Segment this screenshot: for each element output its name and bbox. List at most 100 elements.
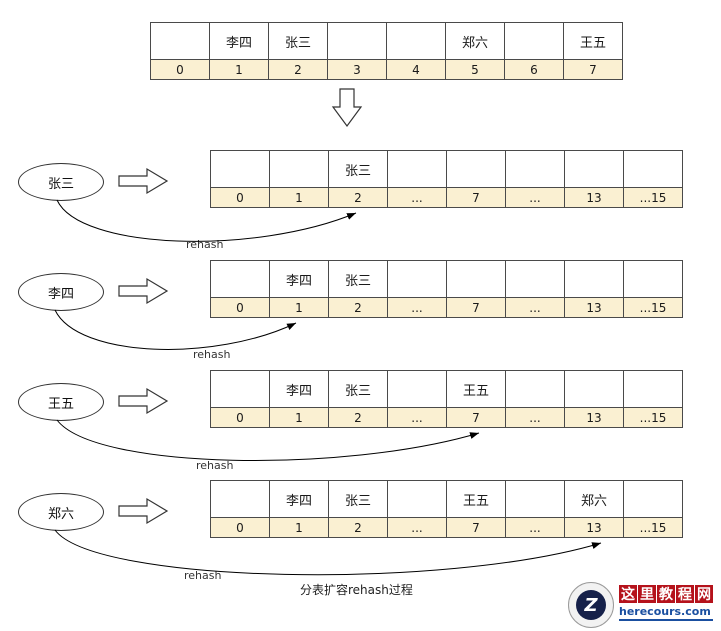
key-label: 李四 <box>47 286 74 302</box>
index-cell: 1 <box>269 187 329 208</box>
rehash-label-1: rehash <box>193 348 231 361</box>
value-cell <box>210 260 270 298</box>
index-cell: ... <box>387 407 447 428</box>
diagram-caption: 分表扩容rehash过程 <box>300 583 413 597</box>
value-cell: 李四 <box>269 370 329 408</box>
site-logo-letter: Z <box>576 590 606 620</box>
value-cell <box>387 370 447 408</box>
site-name-char: 网 <box>695 585 713 603</box>
site-url: herecours.com <box>619 605 713 621</box>
right-arrow-icon-1 <box>118 277 169 305</box>
key-label: 郑六 <box>47 506 74 522</box>
key-label: 张三 <box>47 176 74 192</box>
index-cell: 7 <box>446 187 506 208</box>
index-cell: 7 <box>446 407 506 428</box>
value-cell <box>505 370 565 408</box>
right-arrow-icon-0 <box>118 167 169 195</box>
index-cell: 2 <box>328 187 388 208</box>
value-cell: 郑六 <box>445 22 505 60</box>
index-cell: 13 <box>564 297 624 318</box>
site-name-char: 程 <box>676 585 694 603</box>
index-cell: 0 <box>210 187 270 208</box>
value-cell <box>387 150 447 188</box>
value-cell <box>446 260 506 298</box>
index-cell: 4 <box>386 59 446 80</box>
value-cell <box>327 22 387 60</box>
index-cell: 13 <box>564 187 624 208</box>
key-ellipse-zhangsan: 张三 <box>18 163 104 201</box>
rehash-label-3: rehash <box>184 569 222 582</box>
index-cell: ... <box>505 517 565 538</box>
index-cell: 2 <box>328 517 388 538</box>
key-ellipse-wangwu: 王五 <box>18 383 104 421</box>
index-cell: ...15 <box>623 297 683 318</box>
index-cell: 0 <box>210 297 270 318</box>
value-cell <box>623 370 683 408</box>
value-cell: 李四 <box>209 22 269 60</box>
index-cell: 13 <box>564 517 624 538</box>
value-cell <box>623 150 683 188</box>
site-name-char: 教 <box>657 585 675 603</box>
index-cell: 6 <box>504 59 564 80</box>
index-cell: 2 <box>328 297 388 318</box>
index-cell: 0 <box>210 517 270 538</box>
watermark-text: 这里教程网 herecours.com <box>619 582 713 621</box>
value-cell <box>505 150 565 188</box>
value-cell <box>623 480 683 518</box>
value-cell <box>210 480 270 518</box>
value-cell: 张三 <box>328 260 388 298</box>
value-cell <box>505 260 565 298</box>
value-cell <box>269 150 329 188</box>
site-name-char: 这 <box>619 585 637 603</box>
index-cell: 2 <box>268 59 328 80</box>
value-cell <box>150 22 210 60</box>
index-cell: ... <box>505 407 565 428</box>
index-cell: ...15 <box>623 407 683 428</box>
value-cell: 张三 <box>328 480 388 518</box>
key-label: 王五 <box>47 396 74 412</box>
value-cell: 王五 <box>446 370 506 408</box>
right-arrow-icon-2 <box>118 387 169 415</box>
index-cell: 0 <box>210 407 270 428</box>
index-cell: 0 <box>150 59 210 80</box>
value-cell <box>210 370 270 408</box>
index-cell: 13 <box>564 407 624 428</box>
index-cell: ...15 <box>623 187 683 208</box>
index-cell: 2 <box>328 407 388 428</box>
value-cell <box>387 260 447 298</box>
value-cell: 郑六 <box>564 480 624 518</box>
value-cell: 张三 <box>328 370 388 408</box>
down-arrow-icon <box>331 88 363 128</box>
rehash-label-2: rehash <box>196 459 234 472</box>
site-name-char: 里 <box>638 585 656 603</box>
index-cell: 3 <box>327 59 387 80</box>
index-cell: ... <box>387 517 447 538</box>
site-watermark: Z 这里教程网 herecours.com <box>568 582 713 628</box>
index-cell: 1 <box>269 517 329 538</box>
value-cell <box>386 22 446 60</box>
value-cell <box>505 480 565 518</box>
index-cell: 5 <box>445 59 505 80</box>
key-ellipse-zhengliu: 郑六 <box>18 493 104 531</box>
value-cell <box>564 370 624 408</box>
index-cell: ...15 <box>623 517 683 538</box>
index-cell: ... <box>387 297 447 318</box>
value-cell <box>387 480 447 518</box>
right-arrow-icon-3 <box>118 497 169 525</box>
index-cell: 1 <box>269 407 329 428</box>
index-cell: ... <box>505 187 565 208</box>
value-cell <box>564 150 624 188</box>
value-cell: 李四 <box>269 260 329 298</box>
value-cell <box>446 150 506 188</box>
key-ellipse-lisi: 李四 <box>18 273 104 311</box>
value-cell: 张三 <box>268 22 328 60</box>
site-logo-seal: Z <box>568 582 614 628</box>
value-cell <box>504 22 564 60</box>
value-cell: 王五 <box>446 480 506 518</box>
